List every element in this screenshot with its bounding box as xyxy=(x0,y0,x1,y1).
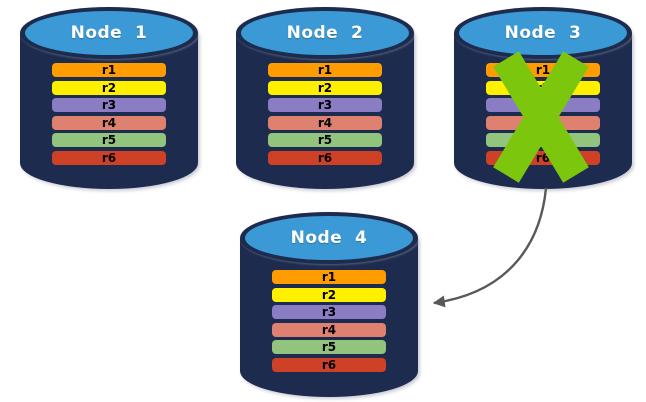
row-r2: r2 xyxy=(272,287,386,302)
node-2-cylinder-rim: Node 2 xyxy=(236,7,414,59)
node-3-title: Node 3 xyxy=(504,23,582,43)
node-3: Node 3 r1 r2 r3 r4 r5 r6 xyxy=(454,7,632,189)
node-4-title: Node 4 xyxy=(290,228,368,248)
node-1-rows: r1 r2 r3 r4 r5 r6 xyxy=(52,63,166,169)
row-r5: r5 xyxy=(272,340,386,355)
row-r3: r3 xyxy=(272,305,386,320)
row-r6: r6 xyxy=(52,150,166,165)
row-r4: r4 xyxy=(272,322,386,337)
node-2-title: Node 2 xyxy=(286,23,364,43)
row-r3: r3 xyxy=(268,98,382,113)
row-r1: r1 xyxy=(52,63,166,77)
node-4-cap: Node 4 xyxy=(245,216,413,260)
row-r5: r5 xyxy=(52,133,166,148)
node-2: Node 2 r1 r2 r3 r4 r5 r6 xyxy=(236,7,414,189)
node-4-rows: r1 r2 r3 r4 r5 r6 xyxy=(272,270,386,376)
row-r1: r1 xyxy=(268,63,382,77)
row-r6: r6 xyxy=(272,357,386,372)
node-1-cap: Node 1 xyxy=(25,11,193,55)
node-1-title: Node 1 xyxy=(70,23,148,43)
node-2-rows: r1 r2 r3 r4 r5 r6 xyxy=(268,63,382,169)
node-1: Node 1 r1 r2 r3 r4 r5 r6 xyxy=(20,7,198,189)
row-r3: r3 xyxy=(486,98,600,113)
node-3-cap: Node 3 xyxy=(459,11,627,55)
row-r1: r1 xyxy=(272,270,386,284)
row-r2: r2 xyxy=(486,80,600,95)
row-r4: r4 xyxy=(268,115,382,130)
row-r5: r5 xyxy=(268,133,382,148)
row-r4: r4 xyxy=(486,115,600,130)
node-4-cylinder-rim: Node 4 xyxy=(240,212,418,264)
row-r1: r1 xyxy=(486,63,600,77)
node-3-rows: r1 r2 r3 r4 r5 r6 xyxy=(486,63,600,169)
row-r2: r2 xyxy=(52,80,166,95)
row-r2: r2 xyxy=(268,80,382,95)
node-2-cap: Node 2 xyxy=(241,11,409,55)
row-r6: r6 xyxy=(268,150,382,165)
row-r3: r3 xyxy=(52,98,166,113)
row-r6: r6 xyxy=(486,150,600,165)
node-1-cylinder-rim: Node 1 xyxy=(20,7,198,59)
node-3-cylinder-rim: Node 3 xyxy=(454,7,632,59)
row-r4: r4 xyxy=(52,115,166,130)
node-4: Node 4 r1 r2 r3 r4 r5 r6 xyxy=(240,212,418,397)
row-r5: r5 xyxy=(486,133,600,148)
